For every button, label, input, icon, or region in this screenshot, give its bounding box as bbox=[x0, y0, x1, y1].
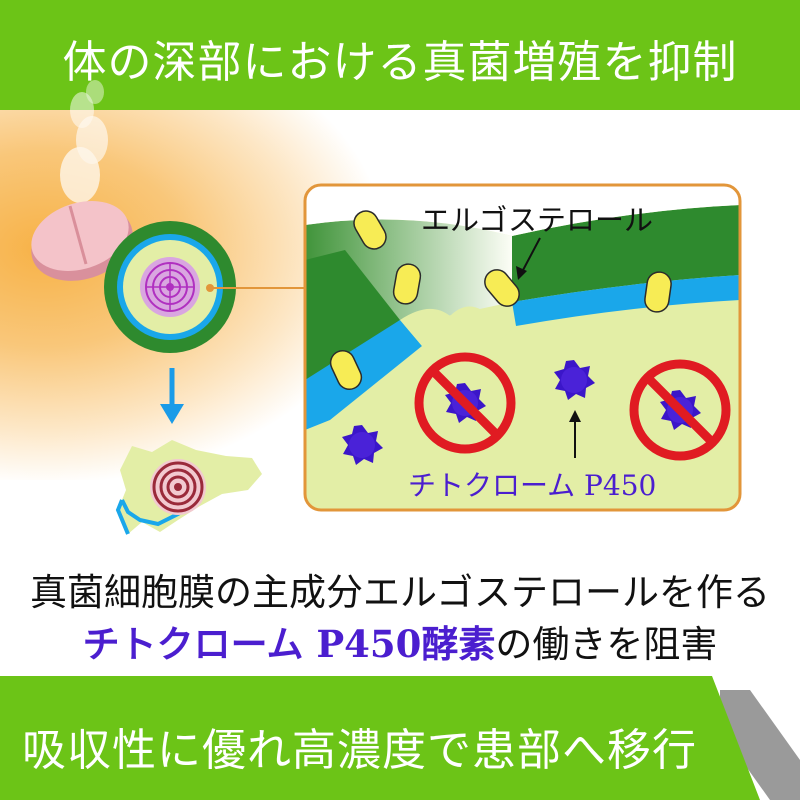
fungal-cell-icon bbox=[104, 221, 236, 353]
steam-icon bbox=[60, 80, 108, 203]
membrane-callout-panel: エルゴステロール チトクローム P450 bbox=[303, 183, 742, 512]
top-title: 体の深部における真菌増殖を抑制 bbox=[62, 37, 738, 88]
caption-line-2: チトクローム P450酵素の働きを阻害 bbox=[0, 614, 800, 668]
ergosterol-pointer bbox=[521, 237, 541, 273]
ergosterol-label: エルゴステロール bbox=[421, 203, 653, 237]
tablet-pill-icon bbox=[31, 201, 133, 281]
prohibition-icon bbox=[414, 352, 516, 454]
bottom-title: 吸収性に優れ高濃度で患部へ移行 bbox=[22, 725, 697, 776]
ergosterol-molecule bbox=[353, 210, 387, 250]
caption-line-1: 真菌細胞膜の主成分エルゴステロールを作る bbox=[30, 571, 770, 614]
damaged-fungal-cell-icon bbox=[115, 440, 262, 535]
ergosterol-molecule bbox=[644, 271, 672, 313]
enzyme-label: チトクローム P450 bbox=[408, 469, 656, 502]
prohibition-icon bbox=[629, 359, 731, 461]
caption-line-2-rest: の働きを阻害 bbox=[495, 623, 718, 666]
bottom-banner-shape bbox=[0, 676, 800, 800]
caption-enzyme-highlight: チトクローム P450酵素 bbox=[82, 622, 496, 666]
ergosterol-molecule bbox=[484, 269, 520, 307]
down-arrow-icon bbox=[160, 368, 184, 424]
ergosterol-molecule bbox=[392, 263, 422, 305]
ergosterol-molecule bbox=[329, 349, 363, 391]
top-banner bbox=[0, 0, 800, 110]
